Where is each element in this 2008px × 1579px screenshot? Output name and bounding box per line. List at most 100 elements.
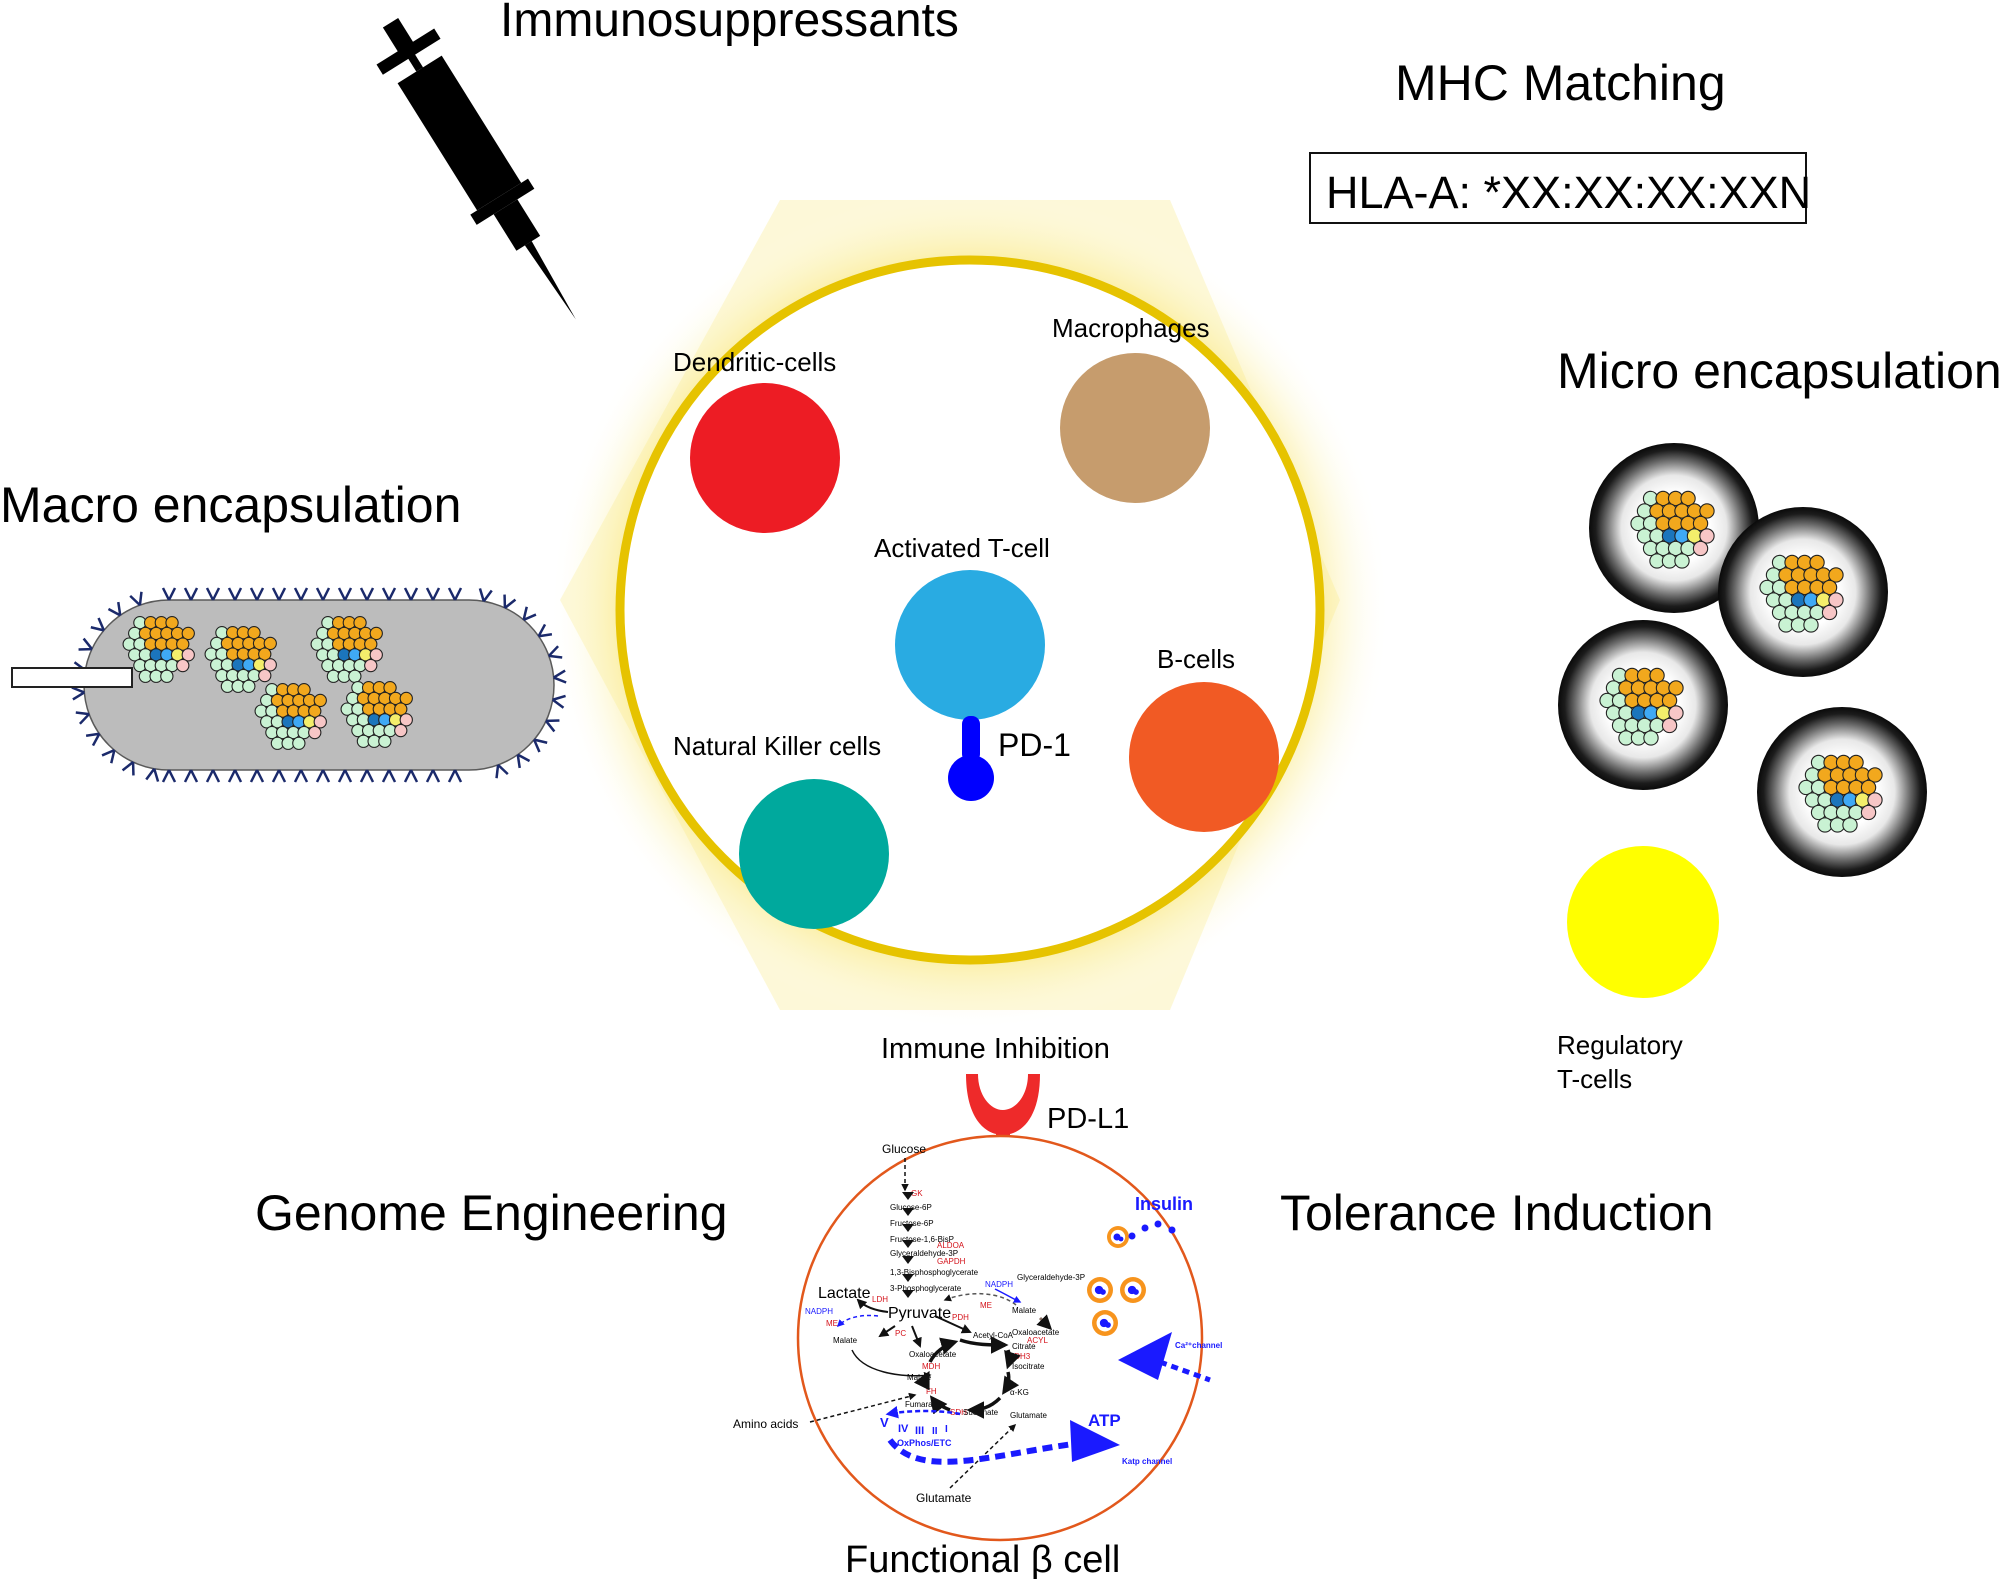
pdh-text: PDH <box>952 1313 969 1322</box>
microcapsule-icon <box>1757 707 1927 877</box>
macrophages-label: Macrophages <box>1052 313 1210 343</box>
glyceraldehyde-3p-right-text: Glyceraldehyde-3P <box>1017 1273 1085 1282</box>
nk-cell <box>739 779 889 929</box>
glycolysis-arrows <box>902 1192 914 1298</box>
gapdh-text: GAPDH <box>937 1257 966 1266</box>
ca-channel-arrowhead <box>1118 1332 1172 1380</box>
regulatory-t-cells-label-line2: T-cells <box>1557 1064 1632 1094</box>
ca-channel-text: Ca²⁺channel <box>1175 1341 1222 1350</box>
activated-t-cell-label: Activated T-cell <box>874 533 1050 563</box>
mdh-text: MDH <box>922 1362 940 1371</box>
malate-shuttle-arrow <box>943 1292 1017 1306</box>
etc-iii-text: III <box>915 1425 924 1437</box>
islet-icon <box>1630 490 1715 569</box>
etc-iv-text: IV <box>898 1423 909 1435</box>
citrate-text: Citrate <box>1012 1342 1036 1351</box>
glutamate-in-text: Glutamate <box>1010 1411 1047 1420</box>
dendritic-cells-label: Dendritic-cells <box>673 347 836 377</box>
ldh-text: LDH <box>872 1295 888 1304</box>
glyceraldehyde-3p-text: Glyceraldehyde-3P <box>890 1249 958 1258</box>
oxphos-text: OxPhos/ETC <box>897 1438 952 1448</box>
islet-icon <box>1759 554 1844 633</box>
functional-beta-cell-label: Functional β cell <box>845 1539 1120 1579</box>
islet-icon <box>1599 667 1684 746</box>
fh-text: FH <box>926 1387 937 1396</box>
bpg-text: 1,3-Bisphosphoglycerate <box>890 1268 979 1277</box>
katp-text: Katp channel <box>1122 1457 1172 1466</box>
micro-capsules <box>1558 443 1927 877</box>
etc-flow-arrow <box>885 1406 961 1419</box>
pyruvate-to-lactate-arrow <box>856 1298 889 1313</box>
pyruvate-to-acetylcoa-arrow <box>934 1315 972 1334</box>
pdl1-label: PD-L1 <box>1047 1103 1129 1135</box>
dendritic-cell <box>690 383 840 533</box>
immunosuppressants-label: Immunosuppressants <box>500 0 959 47</box>
metabolism-map: Glucose GK Glucose-6P Fructose-6P Fructo… <box>733 1142 1222 1505</box>
macro-encapsulation-label: Macro encapsulation <box>0 477 461 533</box>
hla-label: HLA-A: *XX:XX:XX:XXN <box>1326 167 1811 218</box>
insulin-granule-icon <box>1087 1226 1146 1336</box>
macro-port <box>11 667 133 688</box>
acetyl-coa-text: Acetyl-CoA <box>973 1331 1014 1340</box>
insulin-dot <box>1128 1232 1136 1240</box>
insulin-dot <box>1154 1220 1162 1228</box>
b-cells-label: B-cells <box>1157 644 1235 674</box>
regulatory-t-cell <box>1567 846 1719 998</box>
pg3-text: 3-Phosphoglycerate <box>890 1284 962 1293</box>
etc-ii-text: II <box>932 1426 938 1437</box>
islet-icon <box>340 681 413 748</box>
islet-icon <box>310 616 383 683</box>
glucose-6p-text: Glucose-6P <box>890 1203 932 1212</box>
fructose-6p-text: Fructose-6P <box>890 1219 934 1228</box>
atp-arrowhead <box>1070 1420 1120 1462</box>
fumarate-text: Fumarate <box>905 1400 940 1409</box>
immune-inhibition-label: Immune Inhibition <box>881 1033 1110 1065</box>
pc-text: PC <box>895 1329 906 1338</box>
microcapsule-icon <box>1589 443 1759 613</box>
amino-acids-text: Amino acids <box>733 1417 798 1431</box>
pyruvate-text: Pyruvate <box>888 1305 951 1322</box>
islet-icon <box>254 683 327 750</box>
malate-right-text: Malate <box>1012 1306 1037 1315</box>
pd1-label: PD-1 <box>998 727 1071 763</box>
isocitrate-text: Isocitrate <box>1012 1362 1045 1371</box>
insulin-dot <box>1141 1224 1149 1232</box>
capsule-icon <box>11 587 567 783</box>
me-right-text: ME <box>980 1301 992 1310</box>
lactate-text: Lactate <box>818 1285 871 1302</box>
pd1-receptor-icon <box>948 716 994 801</box>
etc-i-text: I <box>945 1424 948 1435</box>
activated-t-cell <box>895 570 1045 720</box>
tolerance-induction-label: Tolerance Induction <box>1280 1185 1714 1241</box>
glutamate-text: Glutamate <box>916 1491 972 1505</box>
me-left-text: ME <box>826 1319 838 1328</box>
fructose-bisp-text: Fructose-1,6-BisP <box>890 1235 954 1244</box>
mhc-matching-label: MHC Matching <box>1395 55 1726 111</box>
insulin-text: Insulin <box>1135 1194 1193 1214</box>
acyl-text: ACYL <box>1027 1336 1048 1345</box>
islet-icon <box>1798 754 1883 833</box>
etc-v-text: V <box>880 1415 889 1430</box>
atp-text: ATP <box>1088 1411 1121 1430</box>
immune-environment: Dendritic-cells Macrophages Activated T-… <box>550 190 1390 1030</box>
syringe-icon <box>376 18 576 320</box>
genome-engineering-label: Genome Engineering <box>255 1185 728 1241</box>
idh3-text: IDH3 <box>1012 1352 1031 1361</box>
ca-channel-flow <box>1159 1359 1211 1383</box>
pyruvate-to-malate-arrow <box>878 1325 896 1338</box>
hla-box <box>1309 152 1807 224</box>
nadph-left-text: NADPH <box>805 1307 833 1316</box>
nadph-right-text: NADPH <box>985 1280 1013 1289</box>
islet-icon <box>122 616 195 683</box>
tca-cycle-arrows <box>913 1336 1021 1419</box>
glucose-text: Glucose <box>882 1142 926 1156</box>
me-left-arrow <box>836 1314 879 1328</box>
b-cell <box>1129 682 1279 832</box>
oxaloacetate-shuttle-arrow <box>1036 1314 1053 1331</box>
akg-text: α-KG <box>1010 1388 1029 1397</box>
oxaloacetate-right-text: Oxaloacetate <box>1012 1328 1060 1337</box>
natural-killer-cells-label: Natural Killer cells <box>673 731 881 761</box>
macrophage-cell <box>1060 353 1210 503</box>
pyruvate-to-oxaloacetate-arrow <box>911 1325 922 1348</box>
